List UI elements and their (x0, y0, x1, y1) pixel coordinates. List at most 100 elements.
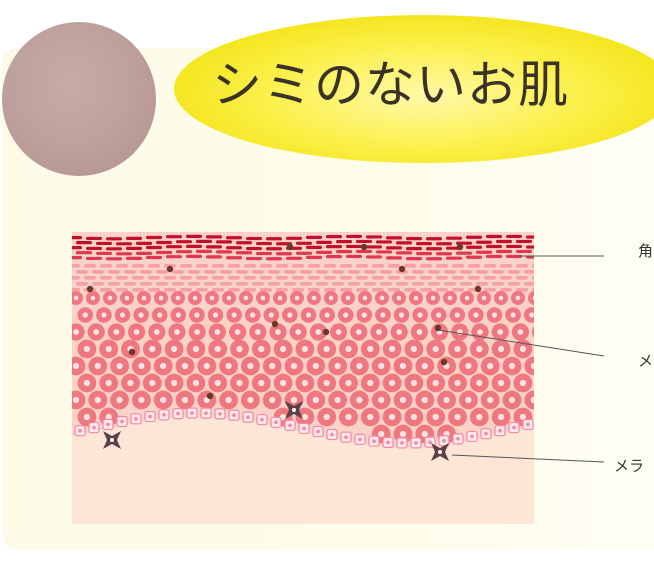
basal-nucleus (456, 437, 460, 441)
granular-cell (372, 276, 384, 280)
granular-cell (532, 264, 534, 268)
granular-cell (388, 288, 400, 292)
melanocyte-nucleus (292, 408, 296, 412)
granular-cell (100, 276, 112, 280)
skin-layers-svg (72, 232, 534, 461)
cell-nucleus (214, 345, 221, 353)
granular-cell (332, 282, 344, 286)
cell-nucleus (279, 413, 287, 421)
cell-nucleus (279, 345, 287, 353)
melanin-granule (434, 324, 442, 332)
granular-cell (148, 276, 160, 280)
cell-nucleus (113, 329, 120, 335)
corneum-cell (266, 237, 282, 241)
cell-nucleus (279, 379, 287, 387)
basal-nucleus (498, 428, 502, 433)
granular-cell (196, 264, 208, 268)
granular-cell (220, 270, 232, 274)
melanin-granule (360, 243, 368, 251)
melanin-granule (456, 243, 464, 251)
cell-nucleus (380, 312, 386, 318)
corneum-cell (466, 245, 482, 249)
corneum-cell (446, 236, 462, 240)
leader-line-3 (451, 454, 605, 463)
basal-nucleus (134, 417, 138, 421)
granular-cell (356, 288, 368, 292)
granular-cell (116, 288, 128, 292)
granular-cell (188, 270, 200, 274)
granular-cell (284, 282, 296, 286)
corneum-cell (486, 244, 502, 249)
granular-cell (492, 270, 504, 274)
corneum-cell (396, 251, 412, 255)
cell-nucleus (447, 295, 453, 301)
granular-cell (164, 288, 176, 292)
melanin-granule (128, 348, 136, 356)
basal-nucleus (484, 431, 488, 436)
granular-cell (532, 288, 534, 292)
corneum-cell (176, 250, 192, 254)
cell-nucleus (430, 295, 436, 301)
corneum-cell (146, 235, 162, 240)
cell-nucleus (160, 396, 167, 404)
cell-nucleus (94, 362, 101, 370)
cell-nucleus (476, 379, 483, 387)
granular-cell (420, 288, 432, 292)
corneum-cell (326, 245, 342, 249)
cell-nucleus (530, 396, 534, 404)
granular-cell (396, 282, 408, 286)
granular-cell (532, 276, 534, 280)
cell-nucleus (413, 295, 419, 301)
granular-cell (364, 282, 376, 286)
cell-nucleus (231, 312, 237, 318)
corneum-cell (336, 240, 352, 244)
corneum-cell (236, 251, 252, 255)
page-title: シミのないお肌 (212, 56, 569, 114)
granular-cell (72, 276, 80, 280)
basal-nucleus (92, 425, 96, 430)
corneum-cell (366, 235, 382, 239)
granular-cell (436, 276, 448, 280)
granular-cell (276, 276, 288, 280)
corneum-cell (72, 246, 82, 250)
cell-nucleus (101, 312, 107, 318)
granular-cell (228, 288, 240, 292)
granular-cell (308, 264, 320, 268)
cell-nucleus (158, 295, 164, 301)
granular-cell (188, 282, 200, 286)
corneum-cell (266, 257, 282, 261)
corneum-cell (316, 250, 332, 254)
granular-cell (196, 288, 208, 292)
cell-nucleus (334, 396, 341, 404)
cell-nucleus (305, 312, 312, 318)
cell-nucleus (138, 362, 145, 370)
granular-cell (132, 276, 144, 280)
corneum-cell (356, 239, 372, 244)
cell-nucleus (491, 312, 498, 318)
corneum-cell (306, 255, 322, 259)
cell-nucleus (268, 312, 274, 318)
granular-cell (348, 282, 360, 286)
corneum-cell (176, 240, 192, 244)
cell-nucleus (107, 295, 113, 301)
corneum-cell (426, 247, 442, 251)
cell-nucleus (367, 413, 374, 421)
corneum-cell (166, 245, 182, 249)
cell-nucleus (465, 396, 472, 404)
corneum-cell (306, 245, 322, 249)
corneum-cell (306, 235, 322, 239)
cell-nucleus (149, 345, 156, 353)
corneum-cell (216, 240, 232, 244)
corneum-cell (166, 255, 182, 259)
cell-nucleus (454, 312, 460, 318)
corneum-cell (236, 241, 252, 245)
cell-nucleus (477, 329, 483, 335)
melanin-granule (206, 392, 214, 400)
basal-nucleus (162, 412, 166, 417)
corneum-cell (86, 246, 102, 251)
granular-cell (308, 276, 320, 280)
corneum-cell (116, 242, 132, 246)
corneum-cell (516, 249, 532, 254)
basal-nucleus (330, 432, 334, 437)
corneum-cell (206, 245, 222, 249)
